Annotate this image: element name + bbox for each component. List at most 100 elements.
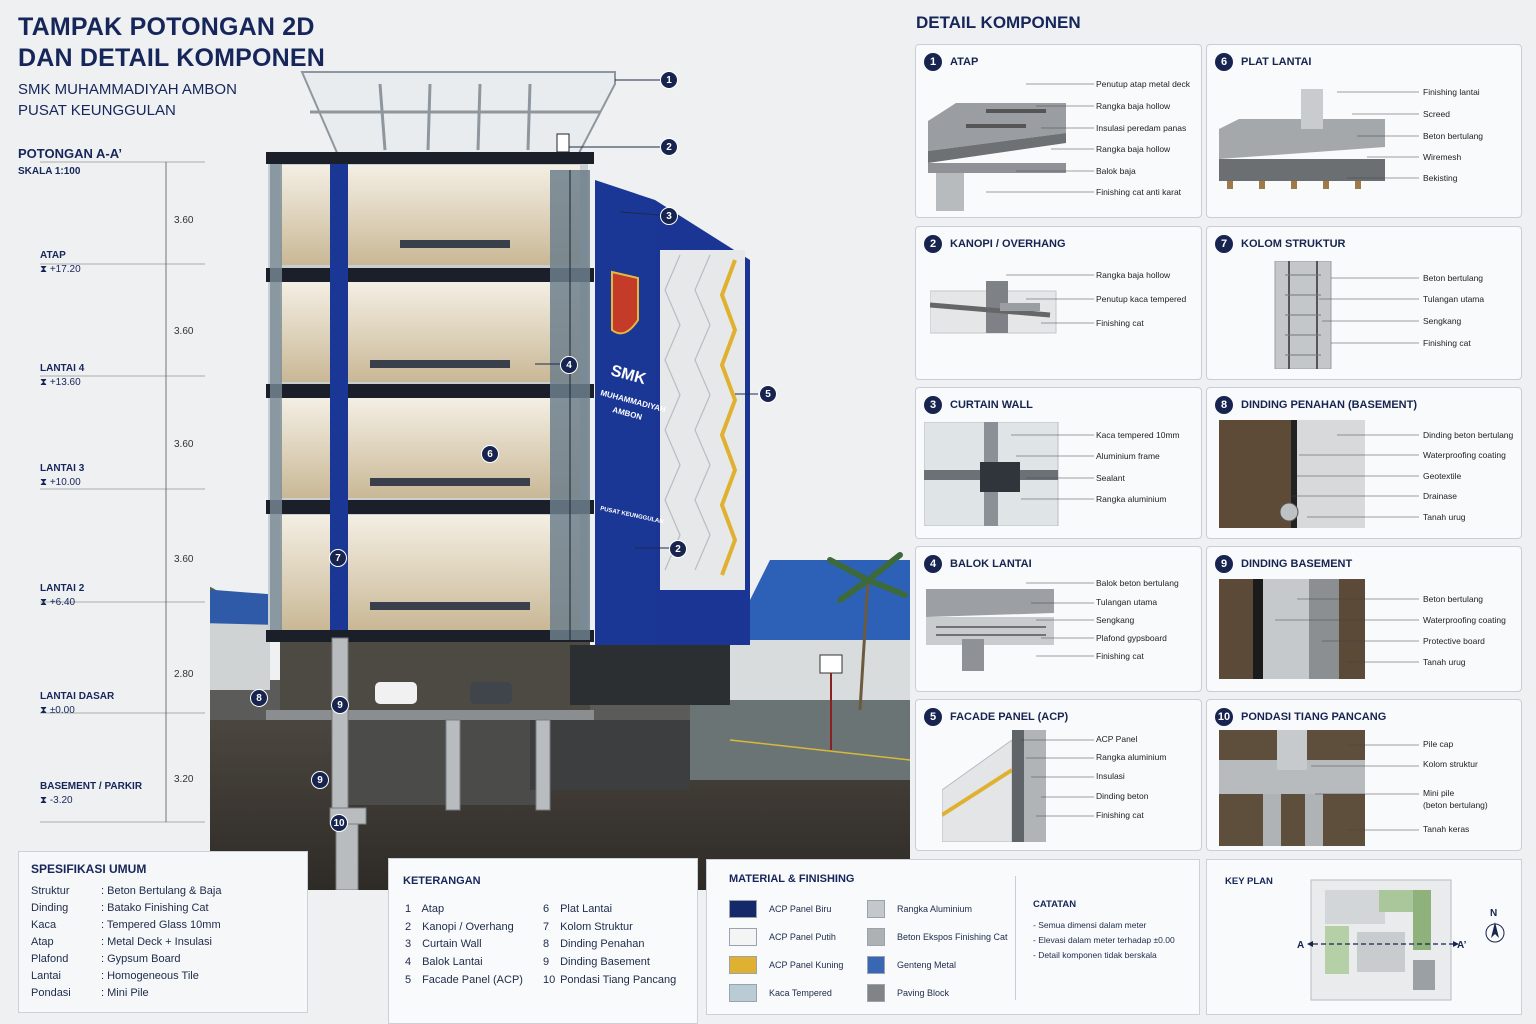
card-label: ATAP [950, 56, 979, 68]
card-label: KANOPI / OVERHANG [950, 238, 1066, 250]
card-number: 1 [924, 53, 942, 71]
material-title: MATERIAL & FINISHING [729, 873, 855, 885]
card-label: CURTAIN WALL [950, 399, 1033, 411]
plat-lantai-drawing [1219, 89, 1385, 189]
legend-item: 9 Dinding Basement [543, 956, 650, 969]
swatch-paving-block: Paving Block [867, 984, 949, 1002]
card-label: FACADE PANEL (ACP) [950, 711, 1069, 723]
kanopi-detail-drawing [930, 281, 1057, 334]
spec-row: Lantai: Homogeneous Tile [31, 970, 199, 982]
level-lines [40, 161, 205, 823]
callout-2-top[interactable]: 2 [660, 138, 678, 156]
north-arrow-pointer [1491, 922, 1499, 938]
keyplan-a-label: A [1297, 940, 1304, 951]
poster-subtitle: SMK MUHAMMADIYAH AMBON PUSAT KEUNGGULAN [18, 79, 237, 121]
card-number: 7 [1215, 235, 1233, 253]
legend-item: 1 Atap [405, 903, 445, 915]
level-basement: BASEMENT / PARKIR⧗ -3.20 [40, 781, 143, 806]
catatan-title: CATATAN [1033, 899, 1077, 910]
dim-5: 2.80 [174, 669, 194, 680]
dim-6: 3.20 [174, 774, 194, 785]
spec-row: Plafond: Gypsum Board [31, 953, 181, 965]
dim-1: 3.60 [174, 215, 194, 226]
poster-title: TAMPAK POTONGAN 2D DAN DETAIL KOMPONEN [18, 12, 325, 74]
leader-lines [1006, 274, 1094, 324]
title-line-1: TAMPAK POTONGAN 2D [18, 13, 315, 41]
callout-7[interactable]: 7 [329, 549, 347, 567]
title-line-2: DAN DETAIL KOMPONEN [18, 44, 326, 72]
card-number: 5 [924, 708, 942, 726]
balok-lantai-drawing [926, 589, 1054, 671]
legend-item: 4 Balok Lantai [405, 956, 483, 969]
callout-1[interactable]: 1 [660, 71, 678, 89]
legend-col-left: 1 Atap 2 Kanopi / Overhang 3 Curtain Wal… [405, 901, 523, 990]
dinding-penahan-drawing [1219, 420, 1365, 528]
leader-lines [1011, 434, 1094, 500]
callout-9-upper[interactable]: 9 [331, 696, 349, 714]
spec-row: Struktur: Beton Bertulang & Baja [31, 885, 222, 897]
legend-item: 8 Dinding Penahan [543, 938, 645, 951]
card-number: 3 [924, 396, 942, 414]
subtitle-line-2: PUSAT KEUNGGULAN [18, 102, 176, 119]
legend-title: KETERANGAN [403, 875, 481, 887]
callout-3[interactable]: 3 [660, 207, 678, 225]
card-label: PONDASI TIANG PANCANG [1241, 711, 1387, 723]
catatan-note: - Semua dimensi dalam meter [1033, 920, 1147, 930]
kolom-struktur-drawing [1274, 261, 1332, 369]
callout-2-mid[interactable]: 2 [669, 540, 687, 558]
keyplan-title: KEY PLAN [1225, 876, 1273, 887]
leader-lines [1026, 582, 1094, 657]
swatch-genteng-metal: Genteng Metal [867, 956, 956, 974]
leader-lines [1275, 598, 1419, 663]
facade-panel-drawing [942, 730, 1046, 842]
callout-5[interactable]: 5 [759, 385, 777, 403]
spesifikasi-panel: SPESIFIKASI UMUM Struktur: Beton Bertula… [18, 851, 308, 1013]
callout-4[interactable]: 4 [560, 356, 578, 374]
spec-row: Dinding: Batako Finishing Cat [31, 902, 209, 914]
detail-title: DETAIL KOMPONEN [916, 13, 1081, 32]
material-panel: MATERIAL & FINISHING ACP Panel Biru ACP … [706, 859, 1200, 1015]
card-label: DINDING BASEMENT [1241, 558, 1353, 570]
swatch-acp-biru: ACP Panel Biru [729, 900, 831, 918]
card-label: BALOK LANTAI [950, 558, 1032, 570]
dinding-basement-drawing [1219, 579, 1365, 679]
leader-lines [1311, 744, 1419, 831]
card-label: KOLOM STRUKTUR [1241, 238, 1346, 250]
callout-9[interactable]: 9 [311, 771, 329, 789]
legend-item: 2 Kanopi / Overhang [405, 920, 514, 933]
spec-title: SPESIFIKASI UMUM [31, 862, 147, 876]
section-heading: POTONGAN A-A’ [18, 146, 123, 161]
card-number: 9 [1215, 555, 1233, 573]
material-divider [1015, 876, 1016, 1000]
legend-col-right: 6 Plat Lantai 7 Kolom Struktur 8 Dinding… [543, 901, 676, 990]
callout-8[interactable]: 8 [250, 689, 268, 707]
spec-row: Atap: Metal Deck + Insulasi [31, 936, 212, 948]
catatan-note: - Detail komponen tidak berskala [1033, 950, 1157, 960]
leader-lines [986, 83, 1094, 193]
legend-item: 7 Kolom Struktur [543, 920, 633, 933]
legend-item: 5 Facade Panel (ACP) [405, 973, 523, 986]
level-lantai-2: LANTAI 2⧗ +6.40 [40, 583, 85, 608]
pondasi-drawing [1219, 730, 1365, 846]
subtitle-line-1: SMK MUHAMMADIYAH AMBON [18, 81, 237, 98]
level-lantai-dasar: LANTAI DASAR⧗ ±0.00 [40, 691, 115, 716]
callout-10[interactable]: 10 [330, 814, 348, 832]
card-label: DINDING PENAHAN (BASEMENT) [1241, 399, 1417, 411]
level-lantai-3: LANTAI 3⧗ +10.00 [40, 463, 85, 488]
callout-6[interactable]: 6 [481, 445, 499, 463]
key-plan-panel: KEY PLAN A A’ N [1206, 859, 1522, 1015]
atap-detail-drawing [928, 103, 1066, 211]
leader-lines [1337, 91, 1419, 179]
keyplan-a2-label: A’ [1457, 940, 1467, 951]
section-scale: SKALA 1:100 [18, 166, 81, 177]
